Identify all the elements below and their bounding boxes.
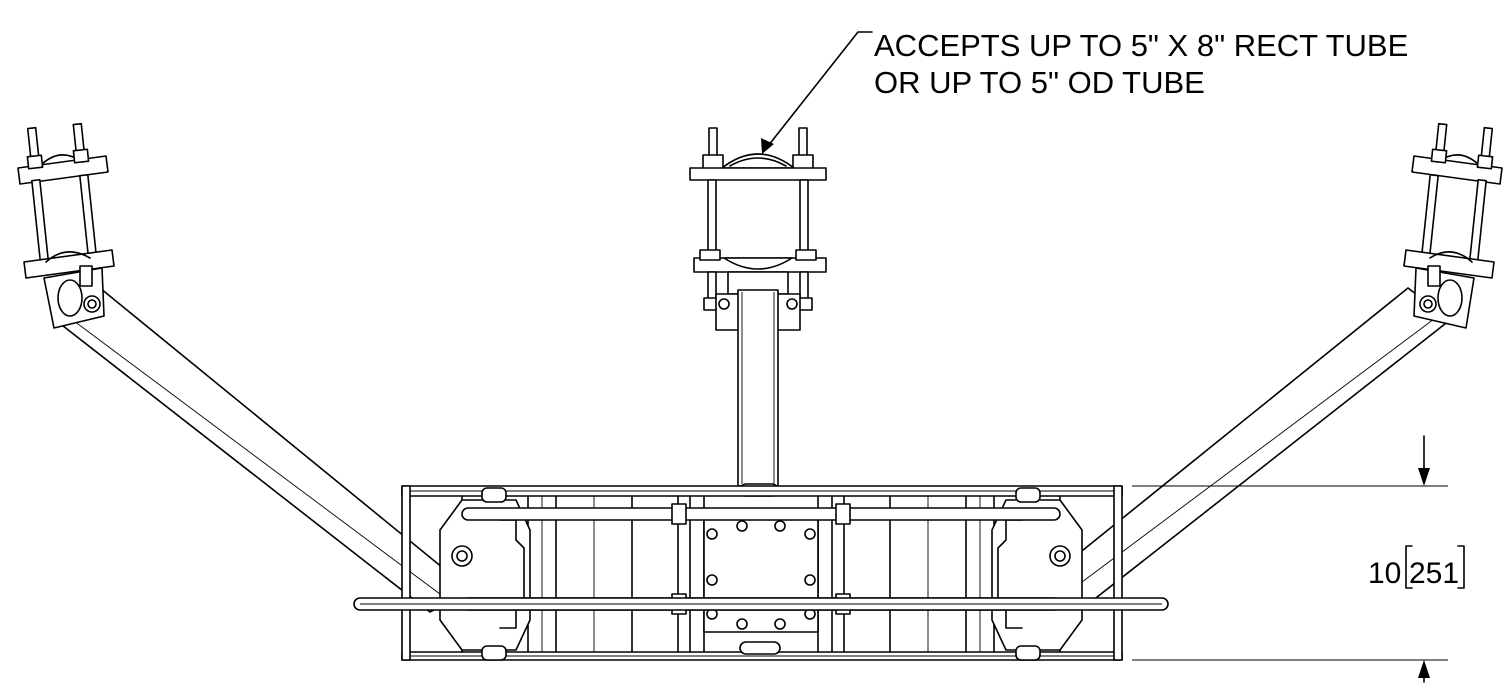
dimension-value: 10 <box>1368 557 1401 590</box>
through-rod <box>353 597 1169 611</box>
callout: ACCEPTS UP TO 5" X 8" RECT TUBE OR UP TO… <box>761 28 1408 154</box>
dimension-arrow-top <box>1418 468 1430 486</box>
right-side-bracket <box>991 487 1083 661</box>
callout-line-1: ACCEPTS UP TO 5" X 8" RECT TUBE <box>874 28 1408 63</box>
dimension-arrow-bottom <box>1418 660 1430 678</box>
center-mount-plate <box>703 515 819 655</box>
base-frame <box>353 485 1169 661</box>
leader-line <box>767 31 873 147</box>
leader-arrowhead <box>761 138 774 154</box>
callout-line-2: OR UP TO 5" OD TUBE <box>874 65 1205 100</box>
dimension-metric: 251 <box>1409 557 1459 590</box>
height-dimension: 10 251 <box>1132 435 1465 683</box>
left-pipe-clamp <box>17 122 115 329</box>
center-pipe-clamp <box>689 127 827 497</box>
right-pipe-clamp <box>1403 122 1503 329</box>
frame-ribs <box>461 495 1061 653</box>
